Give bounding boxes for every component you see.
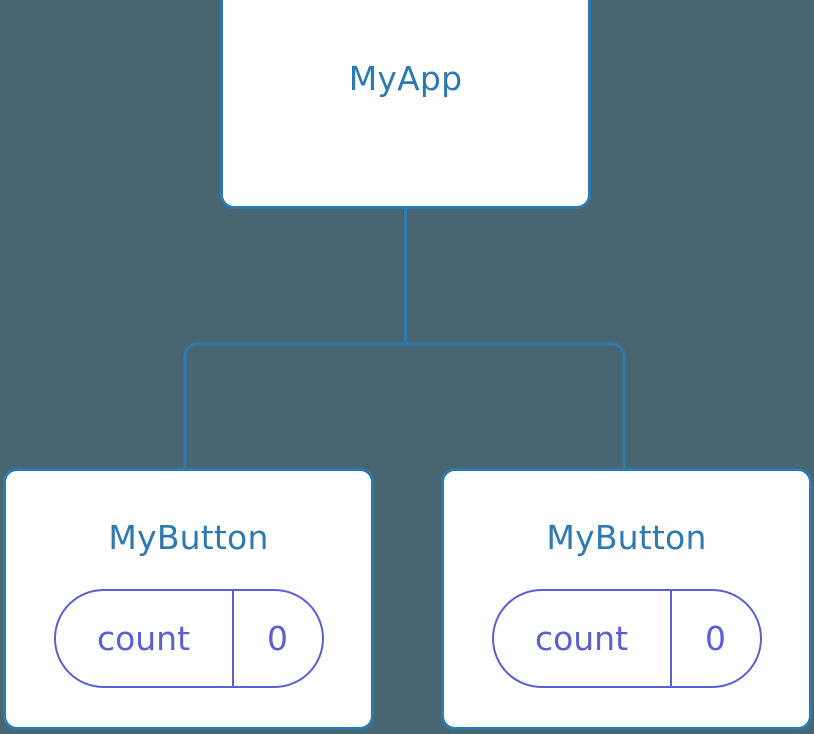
node-mybutton-2-title: MyButton [546,518,707,557]
connector-branch-right [405,342,626,468]
node-mybutton-2[interactable]: MyButton count 0 [441,468,812,730]
state-pill-2-key: count [494,591,672,686]
connector-branch-left [183,342,406,468]
state-pill-2-value: 0 [705,619,726,658]
node-mybutton-1-title: MyButton [108,518,269,557]
state-pill-1-value: 0 [267,619,288,658]
node-mybutton-1[interactable]: MyButton count 0 [3,468,374,730]
state-pill-1[interactable]: count 0 [53,589,324,688]
state-pill-2[interactable]: count 0 [491,589,762,688]
state-pill-1-key: count [56,591,234,686]
node-myapp-title: MyApp [348,59,463,98]
node-myapp[interactable]: MyApp [220,0,591,209]
